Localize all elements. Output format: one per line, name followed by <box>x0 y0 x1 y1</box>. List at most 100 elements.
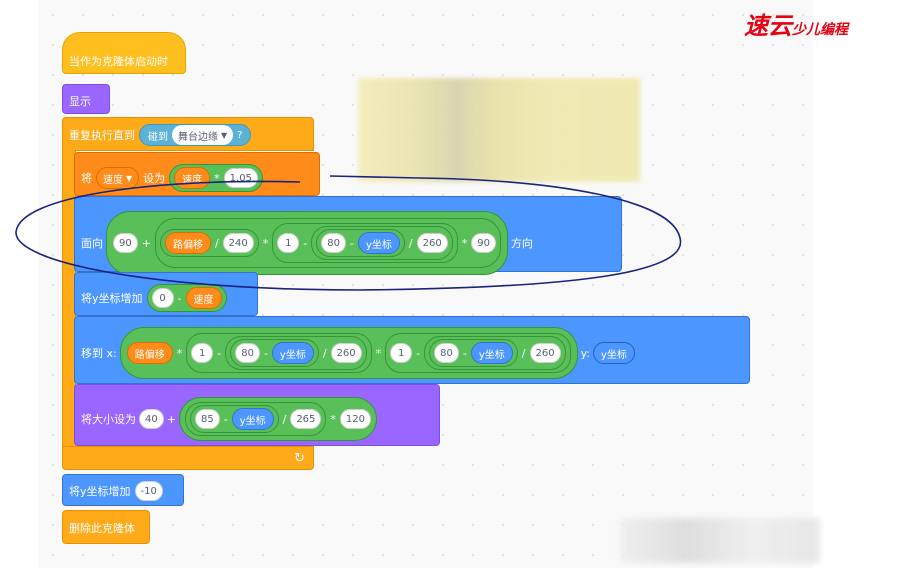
change-y-label: 将y坐标增加 <box>69 485 131 498</box>
input-90b[interactable]: 90 <box>471 233 496 253</box>
change-y-block[interactable]: 将y坐标增加 0 - 速度 <box>74 272 258 316</box>
multiply-operator[interactable]: 速度 * 1.05 <box>169 164 263 192</box>
minus-sign: - <box>223 412 228 426</box>
touching-label: 碰到 <box>148 131 168 143</box>
multiply-sign: * <box>375 346 382 360</box>
plus-sign: + <box>166 412 176 426</box>
input-265[interactable]: 265 <box>290 409 322 429</box>
minus-sign: - <box>416 346 421 360</box>
divide-sign: / <box>521 346 526 360</box>
minus-sign: - <box>217 346 222 360</box>
input-80[interactable]: 80 <box>235 343 260 363</box>
minus-sign: - <box>303 236 308 250</box>
variable-dropdown[interactable]: 速度 ▼ <box>96 167 140 189</box>
divide-sign: / <box>282 412 287 426</box>
path-offset-reporter[interactable]: 路偏移 <box>126 342 173 364</box>
input-260[interactable]: 260 <box>529 343 561 363</box>
minus-sign: - <box>349 236 354 250</box>
hat-label: 当作为克隆体启动时 <box>69 55 168 68</box>
divide-sign: / <box>322 346 327 360</box>
divide-operator[interactable]: 85 - y坐标 / 265 <box>184 402 327 436</box>
input-40[interactable]: 40 <box>139 409 164 429</box>
set-mid: 设为 <box>143 172 166 185</box>
repeat-bottom: ↻ <box>62 446 314 470</box>
minus-sign: - <box>462 346 467 360</box>
hat-when-start-as-clone[interactable]: 当作为克隆体启动时 <box>62 32 186 74</box>
multiply-outer[interactable]: 路偏移 * 1 - 80 - y坐标 / 260 * 1 - <box>119 327 578 379</box>
touching-target-dropdown[interactable]: 舞台边缘 ▼ <box>172 125 234 145</box>
add-operator[interactable]: 90 + 路偏移 / 240 * 1 - 80 - y坐标 <box>106 211 508 275</box>
variable-dropdown-value: 速度 <box>103 174 123 186</box>
divide-operator[interactable]: 路偏移 / 240 <box>159 229 259 257</box>
y-position-reporter[interactable]: y坐标 <box>271 342 314 364</box>
divide-inner[interactable]: 80 - y坐标 / 260 <box>225 336 367 370</box>
subtract-inner[interactable]: 80 - y坐标 <box>316 229 405 257</box>
subtract-operator[interactable]: 0 - 速度 <box>146 284 227 312</box>
input-90[interactable]: 90 <box>113 233 138 253</box>
divide-sign: / <box>214 236 219 250</box>
subtract-inner[interactable]: 80 - y坐标 <box>230 339 319 367</box>
delete-clone-block[interactable]: 删除此克隆体 <box>62 510 150 544</box>
value-input[interactable]: 1.05 <box>223 168 258 188</box>
input-minus-10[interactable]: -10 <box>134 481 163 501</box>
multiply-sign: * <box>262 236 269 250</box>
input-1[interactable]: 1 <box>277 233 300 253</box>
input-240[interactable]: 240 <box>222 233 254 253</box>
brand-logo: 速云少儿编程 <box>744 6 848 41</box>
point-direction-block[interactable]: 面向 90 + 路偏移 / 240 * 1 - 80 - <box>74 196 622 275</box>
path-offset-reporter[interactable]: 路偏移 <box>164 232 211 254</box>
show-label: 显示 <box>69 95 91 108</box>
repeat-label: 重复执行直到 <box>69 129 135 142</box>
multiply-sign: * <box>176 346 183 360</box>
touching-target-value: 舞台边缘 <box>178 131 218 143</box>
point-suffix: 方向 <box>510 237 533 250</box>
divide-inner[interactable]: 80 - y坐标 / 260 <box>424 336 566 370</box>
y-position-reporter[interactable]: y坐标 <box>470 342 513 364</box>
multiply-outer[interactable]: 路偏移 / 240 * 1 - 80 - y坐标 / 260 <box>154 218 501 268</box>
subtract-operator[interactable]: 1 - 80 - y坐标 / 260 <box>272 223 458 263</box>
show-block[interactable]: 显示 <box>62 84 110 114</box>
input-260[interactable]: 260 <box>330 343 362 363</box>
y-position-reporter[interactable]: y坐标 <box>357 232 400 254</box>
loop-arrow-icon: ↻ <box>294 451 305 466</box>
input-1[interactable]: 1 <box>390 343 413 363</box>
multiply-sign: * <box>330 412 336 426</box>
subtract-inner[interactable]: 85 - y坐标 <box>189 405 279 433</box>
chevron-down-icon: ▼ <box>221 130 228 140</box>
op-symbol: * <box>214 171 220 185</box>
plus-sign: + <box>141 236 151 250</box>
speed-reporter[interactable]: 速度 <box>185 287 222 309</box>
change-y-label: 将y坐标增加 <box>81 292 143 305</box>
y-position-reporter[interactable]: y坐标 <box>593 342 635 364</box>
set-size-label: 将大小设为 <box>81 413 136 426</box>
chevron-down-icon: ▼ <box>126 173 133 183</box>
input-1[interactable]: 1 <box>191 343 214 363</box>
input-0[interactable]: 0 <box>151 288 174 308</box>
subtract-operator[interactable]: 1 - 80 - y坐标 / 260 <box>385 333 571 373</box>
blurred-area-bottom <box>620 518 820 563</box>
multiply-sign: * <box>461 236 468 250</box>
set-size-block[interactable]: 将大小设为 40 + 85 - y坐标 / 265 * 120 <box>74 384 440 446</box>
subtract-operator[interactable]: 1 - 80 - y坐标 / 260 <box>186 333 372 373</box>
y-position-reporter[interactable]: y坐标 <box>231 408 274 430</box>
set-prefix: 将 <box>81 172 92 185</box>
set-variable-block[interactable]: 将 速度 ▼ 设为 速度 * 1.05 <box>74 152 320 196</box>
input-80[interactable]: 80 <box>321 233 346 253</box>
divide-inner[interactable]: 80 - y坐标 / 260 <box>311 226 453 260</box>
input-120[interactable]: 120 <box>339 409 371 429</box>
input-85[interactable]: 85 <box>194 409 220 429</box>
repeat-until-block[interactable]: 重复执行直到 碰到 舞台边缘 ▼ ? <box>62 117 314 151</box>
change-y-block-2[interactable]: 将y坐标增加 -10 <box>62 474 184 506</box>
brand-logo-text: 速云 <box>744 11 792 40</box>
goto-label: 移到 x: <box>81 347 117 360</box>
divide-sign: / <box>408 236 413 250</box>
goto-xy-block[interactable]: 移到 x: 路偏移 * 1 - 80 - y坐标 / 260 * 1 <box>74 316 750 384</box>
touching-reporter[interactable]: 碰到 舞台边缘 ▼ ? <box>139 124 252 146</box>
touching-question: ? <box>237 129 243 141</box>
input-80[interactable]: 80 <box>434 343 459 363</box>
input-260[interactable]: 260 <box>416 233 448 253</box>
subtract-inner[interactable]: 80 - y坐标 <box>429 339 518 367</box>
y-label: y: <box>580 346 591 360</box>
multiply-outer[interactable]: 85 - y坐标 / 265 * 120 <box>178 397 377 441</box>
speed-reporter[interactable]: 速度 <box>174 167 211 189</box>
